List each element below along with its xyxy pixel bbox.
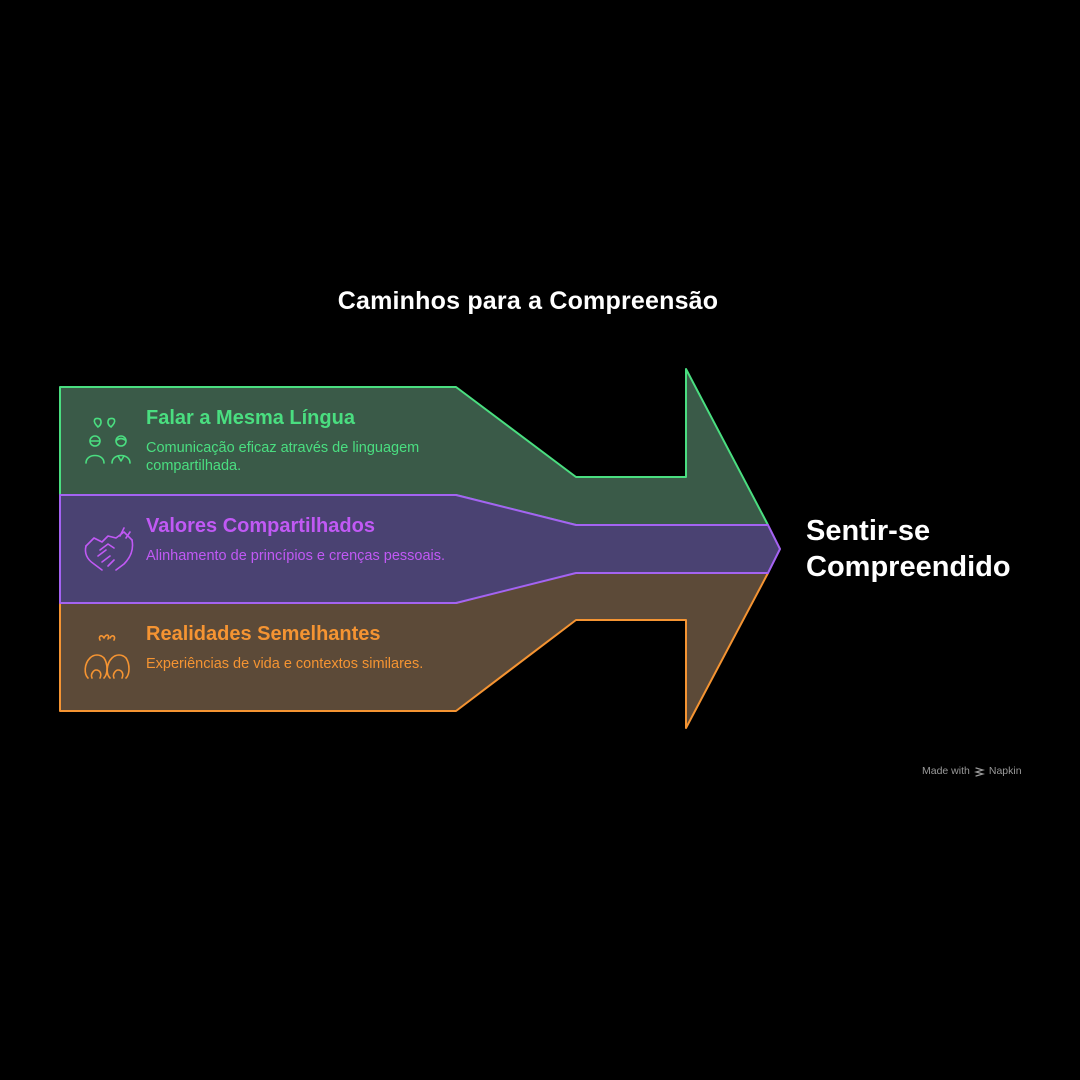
- diagram-title: Caminhos para a Compreensão: [337, 287, 719, 315]
- napkin-logo-icon: [973, 766, 985, 777]
- made-with-credit: Made with Napkin: [922, 765, 1022, 777]
- purple-arrow-band: [59, 494, 781, 604]
- band-title: Valores Compartilhados: [146, 515, 375, 537]
- two-people-icon: [84, 634, 130, 679]
- band-description: Experiências de vida e contextos similar…: [146, 656, 424, 672]
- goal-line-2: Compreendido: [806, 551, 1011, 583]
- band-title: Falar a Mesma Língua: [146, 407, 355, 429]
- band-shared-values: Valores Compartilhados Alinhamento de pr…: [146, 514, 446, 565]
- goal-label: Sentir-se Compreendido: [806, 513, 1011, 585]
- conversation-people-icon: [85, 417, 131, 464]
- band-description: Alinhamento de princípios e crenças pess…: [146, 548, 446, 564]
- band-speak-same-language: Falar a Mesma Língua Comunicação eficaz …: [146, 406, 446, 475]
- band-description: Comunicação eficaz através de linguagem …: [146, 440, 420, 474]
- credit-brand: Napkin: [988, 765, 1022, 777]
- band-similar-realities: Realidades Semelhantes Experiências de v…: [146, 622, 446, 673]
- band-title: Realidades Semelhantes: [146, 623, 381, 645]
- handshake-icon: [84, 527, 134, 571]
- credit-prefix: Made with: [922, 765, 970, 777]
- goal-line-1: Sentir-se: [806, 515, 931, 547]
